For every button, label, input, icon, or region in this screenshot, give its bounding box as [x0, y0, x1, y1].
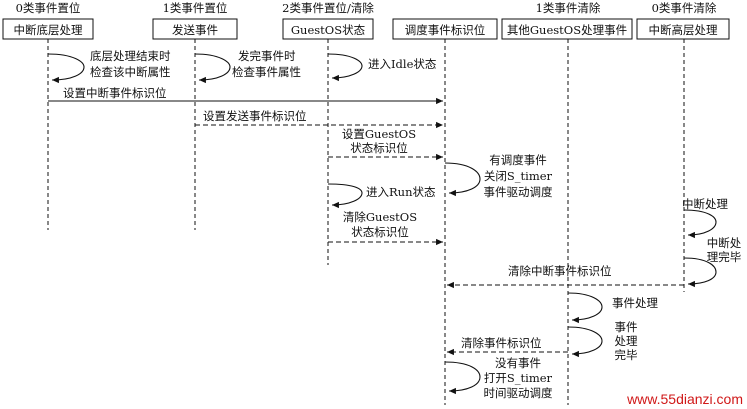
self-loop-label: 进入Run状态 — [366, 185, 436, 199]
category-label-interrupt-low: 0类事件置位 — [16, 1, 81, 15]
participant-label: 中断高层处理 — [649, 23, 718, 37]
category-label-send: 1类事件置位 — [163, 1, 228, 15]
self-loop-event-handle — [567, 292, 603, 324]
self-loop-label: 中断处 — [707, 236, 742, 250]
self-loop-interrupt-low — [47, 53, 85, 84]
msg-label: 状态标识位 — [350, 141, 408, 155]
category-label-other-guestos: 1类事件清除 — [536, 1, 601, 15]
category-label-interrupt-high: 0类事件清除 — [652, 1, 717, 15]
msg-label: 清除中断事件标识位 — [508, 264, 612, 278]
self-loop-label: 没有事件 — [495, 356, 541, 370]
participant-schedule-flag: 调度事件标识位 — [392, 18, 498, 40]
self-loop-event-done — [567, 326, 603, 358]
participant-guestos-state: GuestOS状态 — [282, 18, 374, 40]
category-label-guestos: 2类事件置位/清除 — [282, 1, 374, 15]
self-loop-label: 事件驱动调度 — [484, 185, 553, 199]
msg-label: 设置中断事件标识位 — [63, 86, 167, 100]
self-loop-label: 有调度事件 — [489, 153, 547, 167]
self-loop-label: 检查该中断属性 — [90, 65, 171, 79]
self-loop-run — [327, 183, 363, 209]
participant-label: 发送事件 — [172, 23, 218, 37]
watermark: www.55dianzi.com — [626, 391, 743, 407]
self-loop-label: 发完事件时 — [238, 49, 296, 63]
self-loop-label: 中断处理 — [682, 197, 728, 211]
participant-label: 调度事件标识位 — [405, 23, 486, 37]
msg-label: 清除事件标识位 — [461, 336, 542, 350]
self-loop-label: 底层处理结束时 — [90, 49, 171, 63]
self-loop-schedule-timer-off — [444, 162, 481, 197]
self-loop-idle — [327, 53, 363, 82]
participant-interrupt-low: 中断底层处理 — [2, 18, 94, 40]
self-loop-interrupt-handle — [683, 209, 717, 239]
self-loop-label: 理完毕 — [707, 250, 742, 264]
self-loop-label: 打开S_timer — [484, 371, 553, 385]
msg-label: 设置发送事件标识位 — [203, 109, 307, 123]
self-loop-label: 时间驱动调度 — [484, 386, 553, 400]
participant-label: 其他GuestOS处理事件 — [507, 23, 627, 37]
self-loop-label: 事件 — [615, 320, 638, 334]
self-loop-label: 事件处理 — [612, 296, 658, 310]
participant-other-guestos: 其他GuestOS处理事件 — [501, 18, 633, 40]
self-loop-no-event-timer-on — [444, 361, 481, 395]
self-loop-label: 完毕 — [615, 348, 638, 362]
self-loop-send-event — [194, 53, 231, 84]
msg-label: 设置GuestOS — [342, 127, 416, 141]
msg-label: 状态标识位 — [351, 225, 409, 239]
participant-label: 中断底层处理 — [14, 23, 83, 37]
participant-label: GuestOS状态 — [291, 23, 366, 37]
self-loop-label: 进入Idle状态 — [368, 57, 437, 71]
participant-interrupt-high: 中断高层处理 — [636, 18, 730, 40]
self-loop-interrupt-done — [683, 257, 717, 288]
self-loop-label: 检查事件属性 — [232, 65, 301, 79]
self-loop-label: 关闭S_timer — [484, 169, 553, 183]
participant-send-event: 发送事件 — [152, 18, 238, 40]
self-loop-label: 处理 — [615, 334, 638, 348]
msg-label: 清除GuestOS — [343, 210, 417, 224]
